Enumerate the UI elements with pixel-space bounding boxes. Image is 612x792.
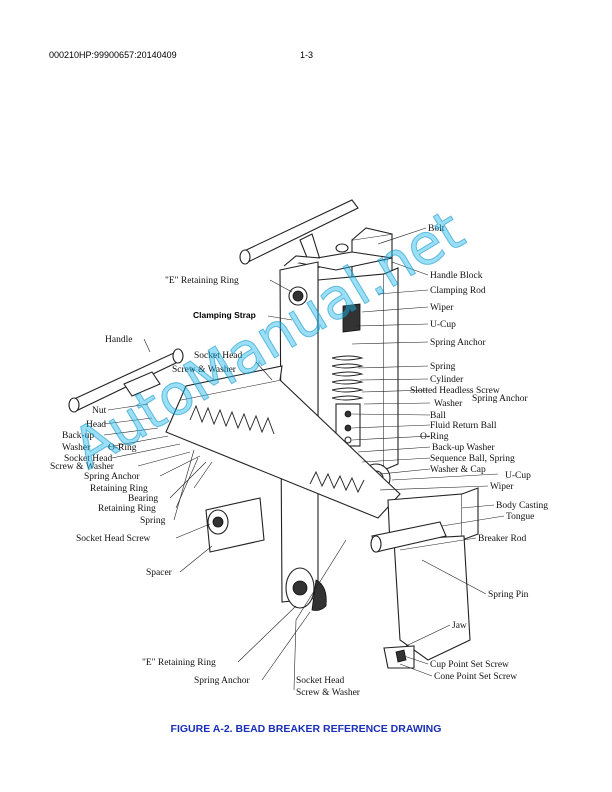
label-jaw: Jaw: [452, 621, 467, 631]
label-u-cup-top: U-Cup: [430, 320, 456, 330]
label-screw-washer-1: Screw & Washer: [172, 365, 237, 375]
label-fluid-return-ball: Fluid Return Ball: [430, 421, 497, 431]
label-socket-head-1: Socket Head: [194, 351, 243, 361]
label-slotted-screw: Slotted Headless Screw: [410, 386, 500, 396]
label-spring-anchor-left: Spring Anchor: [84, 472, 141, 482]
label-washer-right: Washer: [434, 399, 463, 409]
label-spring-anchor-right: Spring Anchor: [472, 394, 529, 404]
label-wiper-right: Wiper: [490, 482, 514, 492]
leader-lines: [103, 227, 505, 691]
callout-labels: Bolt "E" Retaining Ring Handle Block Cla…: [50, 224, 548, 698]
label-spring-anchor-top: Spring Anchor: [430, 338, 487, 348]
label-sequence-ball-spring: Sequence Ball, Spring: [430, 454, 515, 464]
label-breaker-rod: Breaker Rod: [478, 534, 527, 544]
label-cup-point-set-screw: Cup Point Set Screw: [430, 660, 509, 670]
label-clamping-rod: Clamping Rod: [430, 286, 486, 296]
label-retaining-ring-2: Retaining Ring: [98, 504, 156, 514]
label-e-ring-bottom: "E" Retaining Ring: [142, 658, 216, 668]
label-screw-washer-2: Screw & Washer: [50, 462, 115, 472]
label-washer-left: Washer: [62, 443, 91, 453]
figure-caption: FIGURE A-2. BEAD BREAKER REFERENCE DRAWI…: [170, 723, 442, 735]
label-socket-head-screw: Socket Head Screw: [76, 534, 151, 544]
label-spring-left: Spring: [140, 516, 166, 526]
label-nut: Nut: [92, 406, 107, 416]
label-handle: Handle: [105, 335, 132, 345]
label-e-ring-top: "E" Retaining Ring: [165, 276, 239, 286]
label-body-casting: Body Casting: [496, 501, 548, 511]
label-spring-right: Spring: [430, 362, 456, 372]
label-cylinder: Cylinder: [430, 375, 464, 385]
spacer: [205, 497, 265, 553]
label-backup: Back-up: [62, 431, 94, 441]
label-handle-block: Handle Block: [430, 271, 483, 281]
label-spring-anchor-bottom: Spring Anchor: [194, 676, 251, 686]
label-socket-head-2: Socket Head: [64, 454, 113, 464]
label-washer-cap: Washer & Cap: [430, 465, 486, 475]
label-bolt: Bolt: [428, 224, 445, 234]
label-o-ring-right: O-Ring: [420, 432, 449, 442]
page-number: 1-3: [300, 50, 314, 60]
label-backup-washer-right: Back-up Washer: [432, 443, 495, 453]
label-o-ring-left: O-Ring: [108, 443, 137, 453]
left-handle: [68, 348, 184, 413]
label-screw-washer-3: Screw & Washer: [296, 688, 361, 698]
label-spring-pin: Spring Pin: [488, 590, 529, 600]
label-bearing: Bearing: [128, 494, 158, 504]
label-clamping-strap: Clamping Strap: [193, 310, 256, 320]
label-wiper-top: Wiper: [430, 303, 454, 313]
label-cone-point-set-screw: Cone Point Set Screw: [434, 672, 517, 682]
label-tongue: Tongue: [506, 512, 534, 522]
machine-illustration: [68, 199, 479, 669]
document-id: 000210HP:99900657:20140409: [49, 50, 177, 60]
label-retaining-ring-1: Retaining Ring: [90, 484, 148, 494]
label-u-cup-right: U-Cup: [505, 471, 531, 481]
label-spacer: Spacer: [146, 568, 173, 578]
label-head: Head: [86, 420, 106, 430]
label-socket-head-3: Socket Head: [296, 676, 345, 686]
label-ball: Ball: [430, 411, 446, 421]
body-casting: [370, 487, 479, 669]
